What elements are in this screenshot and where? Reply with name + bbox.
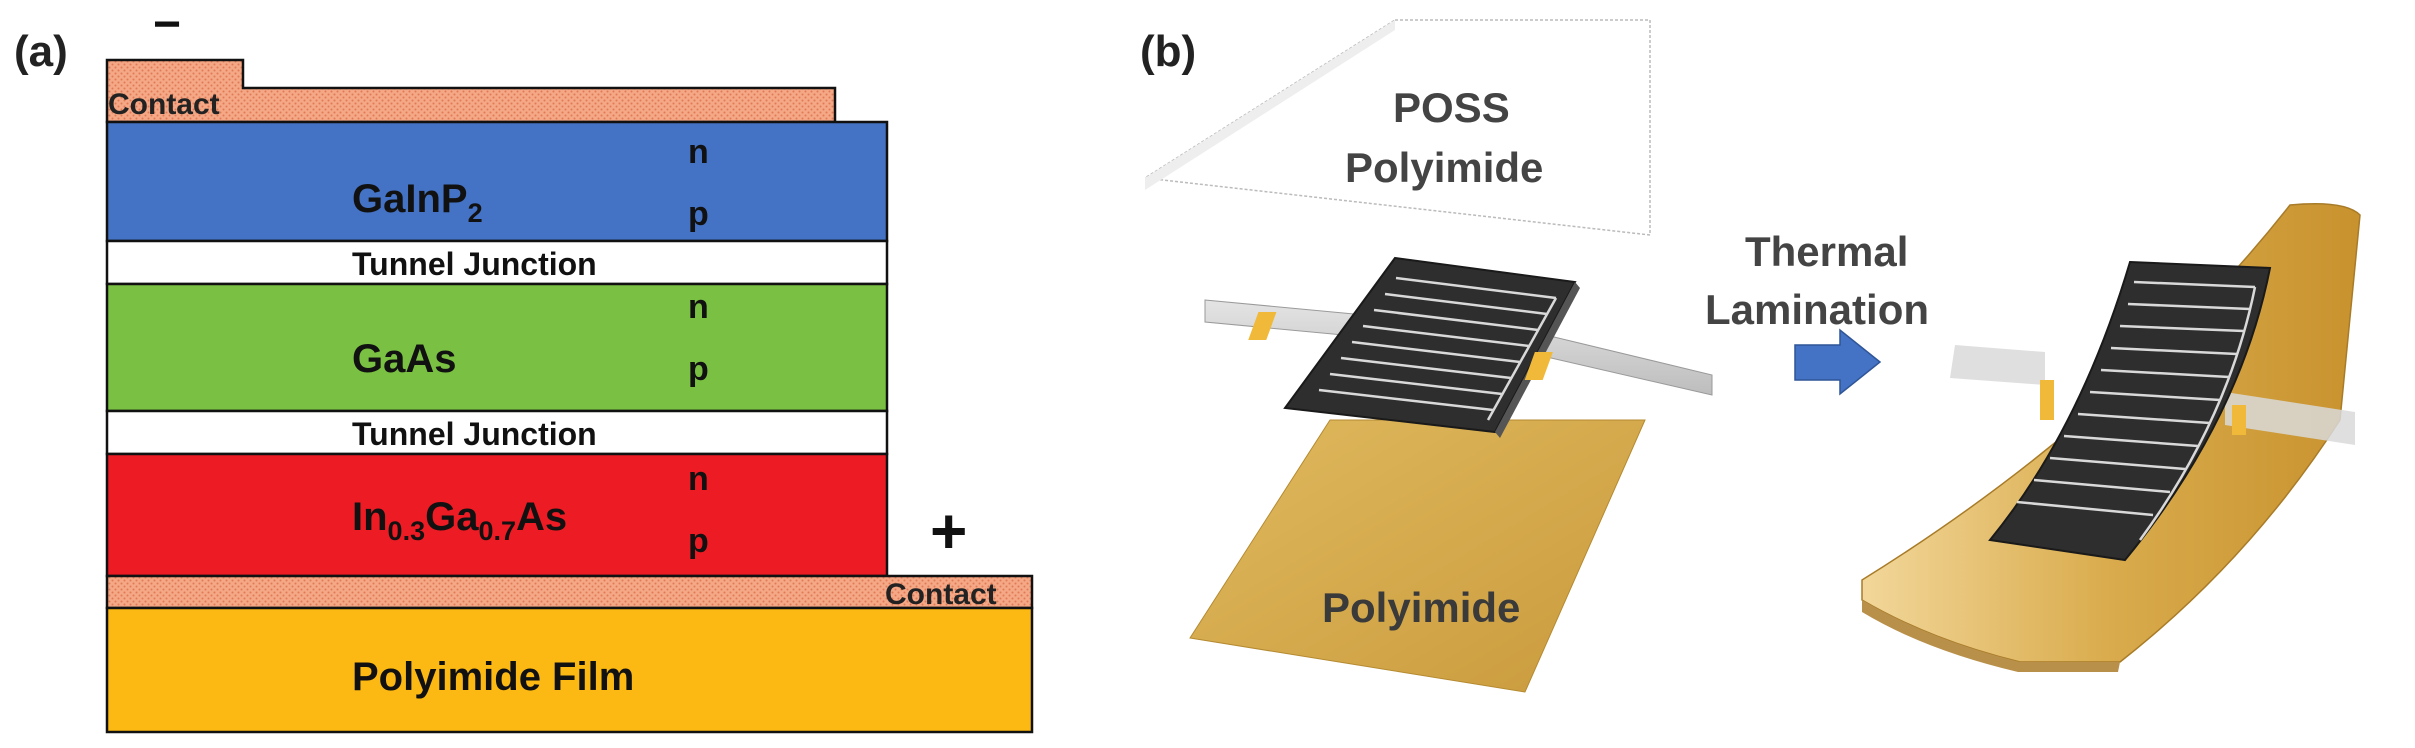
poss-label-line2: Polyimide (1345, 144, 1543, 191)
panel-a-label: (a) (14, 27, 68, 76)
gaas-doping-p: p (688, 350, 709, 388)
laminated-tab-right (2232, 405, 2246, 435)
cell-grid-lines-curved (2016, 280, 2257, 541)
panel-b-label: (b) (1140, 27, 1196, 76)
laminated-tab-left (2040, 380, 2054, 420)
process-label-line1: Thermal (1745, 228, 1908, 275)
laminated-strip-right (2225, 392, 2355, 445)
gaas-label: GaAs (352, 337, 457, 381)
polyimide-film-label: Polyimide Film (352, 655, 634, 699)
gainp2-doping-n: n (688, 133, 709, 171)
minus-sign: − (153, 0, 181, 51)
panel-b: (b) POSS Polyimide Polyimide (1140, 19, 2361, 693)
gainp2-layer (105, 120, 889, 243)
bottom-contact (105, 574, 1034, 610)
gaas-layer (105, 282, 889, 413)
cell-tab-left (1248, 312, 1277, 340)
gaas-doping-n: n (688, 288, 709, 326)
gainp2-doping-p: p (688, 195, 709, 233)
cell-grid-lines-flat (1318, 276, 1558, 421)
tunnel-junction-2-label: Tunnel Junction (352, 416, 597, 452)
tunnel-junction-1 (105, 239, 889, 286)
gainp2-label: GaInP2 (352, 177, 483, 228)
ingaas-layer (105, 452, 889, 578)
laminated-strip-left (1950, 345, 2045, 385)
laminated-cell (1988, 260, 2272, 562)
ingaas-label: In0.3Ga0.7As (352, 495, 567, 546)
bottom-contact-label: Contact (885, 578, 997, 611)
polyimide-label: Polyimide (1322, 584, 1520, 631)
panel-a: (a) − Contact GaInP2 n p Tunnel Junction… (14, 0, 1034, 734)
polyimide-sheet (1189, 419, 1646, 693)
polyimide-film-layer (105, 606, 1034, 734)
solar-cell-flat (1248, 256, 1580, 438)
top-contact-label: Contact (108, 88, 220, 121)
laminated-device (1861, 203, 2361, 672)
ingaas-doping-n: n (688, 460, 709, 498)
poss-sheet-edge (1145, 20, 1395, 190)
tunnel-junction-1-label: Tunnel Junction (352, 246, 597, 282)
plus-sign: + (930, 495, 967, 567)
process-label-line2: Lamination (1705, 286, 1929, 333)
poss-label-line1: POSS (1393, 84, 1510, 131)
curved-edge (1862, 600, 2120, 672)
ingaas-doping-p: p (688, 522, 709, 560)
lamination-arrow (1794, 328, 1882, 396)
cell-tab-right (1524, 352, 1553, 380)
tunnel-junction-2 (105, 409, 889, 456)
